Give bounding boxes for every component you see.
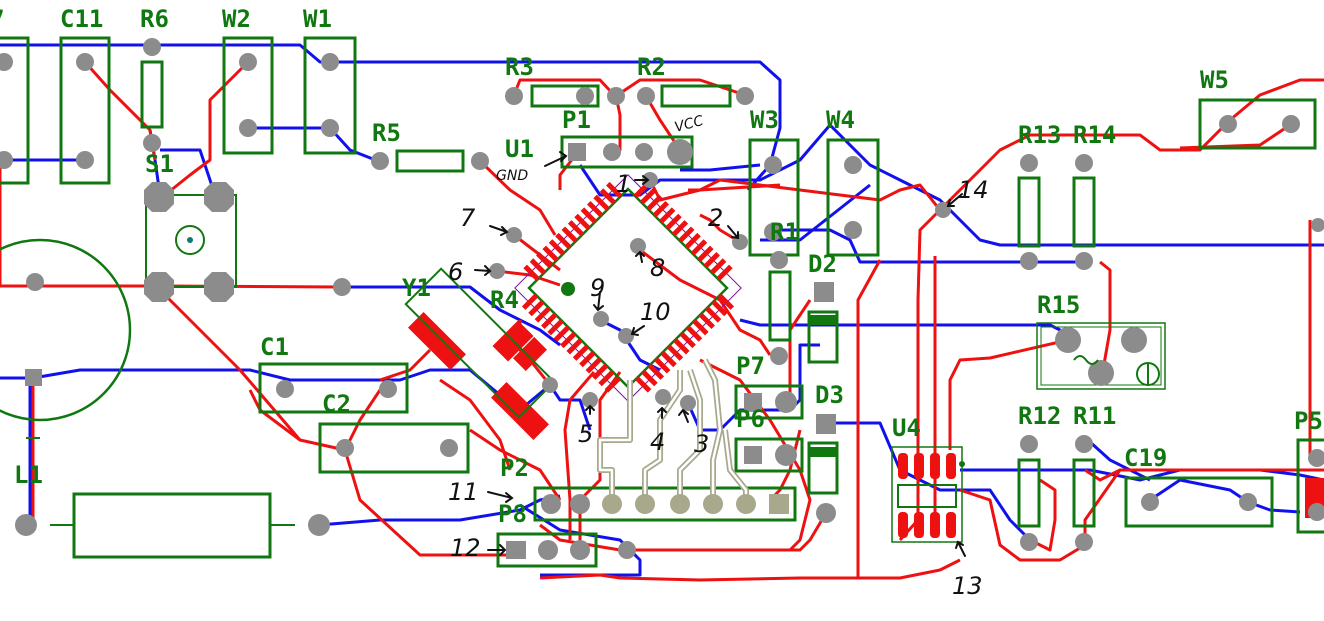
note-9: 9 [590, 274, 605, 302]
outline-s1-center [175, 225, 205, 255]
outline-r2 [660, 84, 732, 108]
annotation-arrows [474, 151, 966, 557]
outline-r3 [530, 84, 600, 108]
note-6: 6 [448, 258, 463, 286]
label-r3: R3 [505, 53, 534, 81]
label-r1: R1 [770, 218, 799, 246]
outline-right-cut [1296, 438, 1324, 534]
label-w4: W4 [826, 106, 855, 134]
note-5: 5 [578, 420, 593, 448]
outline-w5 [1198, 98, 1317, 150]
note-13: 13 [952, 572, 983, 600]
note-vcc: VCC [673, 113, 705, 136]
label-w3: W3 [750, 106, 779, 134]
outline-p7 [734, 384, 804, 420]
label-r11: R11 [1073, 402, 1116, 430]
note-7: 7 [460, 204, 476, 232]
label-p6: P6 [736, 405, 765, 433]
s1-switch-pads [144, 182, 234, 302]
outline-r5 [395, 149, 465, 173]
p2-connector-pads [602, 494, 789, 514]
label-r13: R13 [1018, 121, 1061, 149]
label-c1: C1 [260, 333, 289, 361]
label-w1: W1 [303, 5, 332, 33]
outline-w2 [222, 36, 274, 155]
outline-w1 [303, 36, 357, 155]
label-d2: D2 [808, 250, 837, 278]
label-u4: U4 [892, 414, 921, 442]
note-3: 3 [694, 430, 709, 458]
note-gnd: GND [496, 168, 528, 184]
label-p7: P7 [736, 352, 765, 380]
u1-qfp-chip [514, 174, 742, 402]
outline-w4 [826, 138, 880, 257]
d2-cathode-band [810, 315, 836, 325]
label-c11: C11 [60, 5, 103, 33]
note-11: 11 [448, 478, 479, 506]
label-c2: C2 [322, 390, 351, 418]
label-w2: W2 [222, 5, 251, 33]
outline-u4 [891, 446, 963, 543]
label-r14: R14 [1073, 121, 1116, 149]
connector-fanout-inner [598, 359, 748, 504]
crystal-pad-2 [491, 382, 549, 440]
outline-p2 [533, 486, 797, 522]
outline-c11 [59, 36, 111, 185]
label-l1: L1 [14, 461, 43, 489]
d3-cathode-band [810, 447, 836, 457]
label-r2: R2 [637, 53, 666, 81]
label-d3: D3 [815, 381, 844, 409]
label-c19: C19 [1124, 444, 1167, 472]
outline-r6 [140, 60, 164, 129]
square-pads [25, 143, 836, 559]
crystal-pad-1 [408, 312, 466, 370]
note-12: 12 [450, 534, 481, 562]
label-right-cut: P5 [1294, 407, 1323, 435]
outline-left-cut [0, 36, 30, 185]
note-8: 8 [650, 254, 665, 282]
outline-l1 [72, 492, 272, 559]
outline-r1 [768, 270, 792, 342]
crystal-pad-4 [513, 337, 547, 371]
r15-symbol [1073, 355, 1099, 365]
outline-y1 [404, 267, 556, 419]
note-2: 2 [708, 204, 723, 232]
label-r12: R12 [1018, 402, 1061, 430]
outline-c1 [258, 362, 409, 414]
u1-pin1-dot [561, 282, 575, 296]
outline-l-circle [0, 238, 132, 422]
label-r5: R5 [372, 119, 401, 147]
label-u1: U1 [505, 135, 534, 163]
label-r6: R6 [140, 5, 169, 33]
outline-d2 [807, 310, 839, 364]
outline-r11 [1072, 458, 1096, 528]
outline-p6 [734, 437, 804, 473]
outline-d3 [807, 441, 839, 495]
label-y1: Y1 [402, 274, 431, 302]
outline-c19 [1124, 476, 1274, 528]
outline-r13 [1017, 176, 1041, 248]
through-hole-pads [0, 38, 1324, 560]
outline-c2 [318, 422, 470, 474]
label-p1: P1 [562, 106, 591, 134]
outline-r14 [1072, 176, 1096, 248]
note-14: 14 [958, 176, 989, 204]
note-10: 10 [640, 298, 671, 326]
label-p8: P8 [498, 500, 527, 528]
label-left-cut: 7 [0, 5, 4, 33]
u4-body [897, 484, 957, 508]
note-4: 4 [650, 428, 665, 456]
label-s1: S1 [145, 150, 174, 178]
outline-s1 [145, 194, 237, 288]
u4-pads [898, 453, 956, 538]
silkscreen-outlines [0, 36, 1324, 568]
outline-r15 [1036, 322, 1166, 390]
outline-r12 [1017, 458, 1041, 528]
note-1: 1 [616, 170, 631, 198]
label-r15: R15 [1037, 291, 1080, 319]
label-w5: W5 [1200, 66, 1229, 94]
label-r4: R4 [490, 286, 519, 314]
label-p2: P2 [500, 454, 529, 482]
